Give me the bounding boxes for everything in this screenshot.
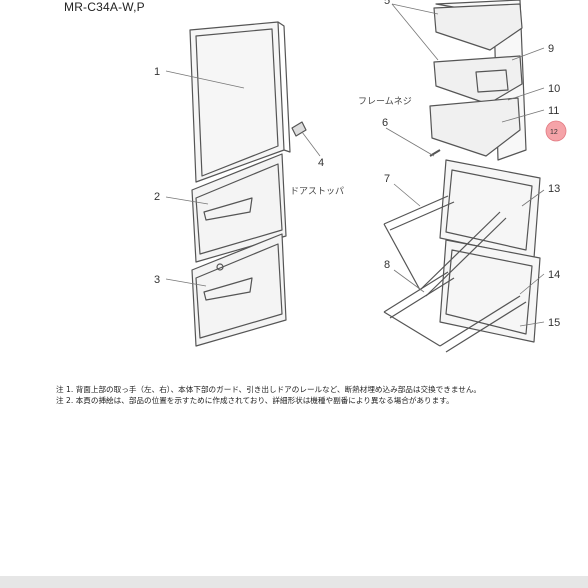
callout-12: 12 (550, 129, 558, 136)
callout-3: 3 (154, 274, 160, 286)
callout-8: 8 (384, 259, 390, 271)
callout-15: 15 (548, 317, 560, 329)
callout-4: 4 (318, 157, 324, 169)
callout-11: 11 (548, 105, 559, 117)
part-7-rails (383, 195, 507, 297)
callout-5: 5 (384, 0, 390, 7)
part-4-door-stopper (291, 121, 307, 137)
callout-7: 7 (384, 173, 390, 185)
model-number: MR-C34A-W,P (64, 0, 145, 14)
callout-2: 2 (154, 191, 160, 203)
part-12-highlight (545, 120, 567, 142)
notes-block: 注 1. 背面上部の取っ手（左、右）、本体下部のガード、引き出しドアのレールなど… (56, 384, 576, 406)
note-2: 注 2. 本頁の挿絵は、部品の位置を示すために作成されており、詳細形状は機種や副… (56, 396, 454, 405)
callout-6: 6 (382, 117, 388, 129)
callout-10: 10 (548, 83, 560, 95)
exploded-parts-diagram: 1 2 3 4 ドアストッパ 5 フレームネジ 6 7 8 9 10 11 12… (154, 0, 567, 353)
callout-9: 9 (548, 43, 554, 55)
frame-screw-label: フレームネジ (358, 96, 412, 107)
part-3-drawer (191, 233, 287, 347)
callout-1: 1 (154, 66, 160, 78)
door-stopper-label: ドアストッパ (290, 186, 344, 197)
door-shelves-assembly (429, 0, 527, 161)
part-1-door (189, 21, 291, 183)
part-8-rails (383, 271, 527, 353)
note-1: 注 1. 背面上部の取っ手（左、右）、本体下部のガード、引き出しドアのレールなど… (56, 385, 482, 394)
part-6-screw (429, 149, 441, 157)
callout-13: 13 (548, 183, 560, 195)
callout-14: 14 (548, 269, 560, 281)
part-14-frame (439, 239, 541, 343)
bottom-scrollbar-area (0, 576, 588, 588)
part-2-drawer (191, 153, 287, 263)
